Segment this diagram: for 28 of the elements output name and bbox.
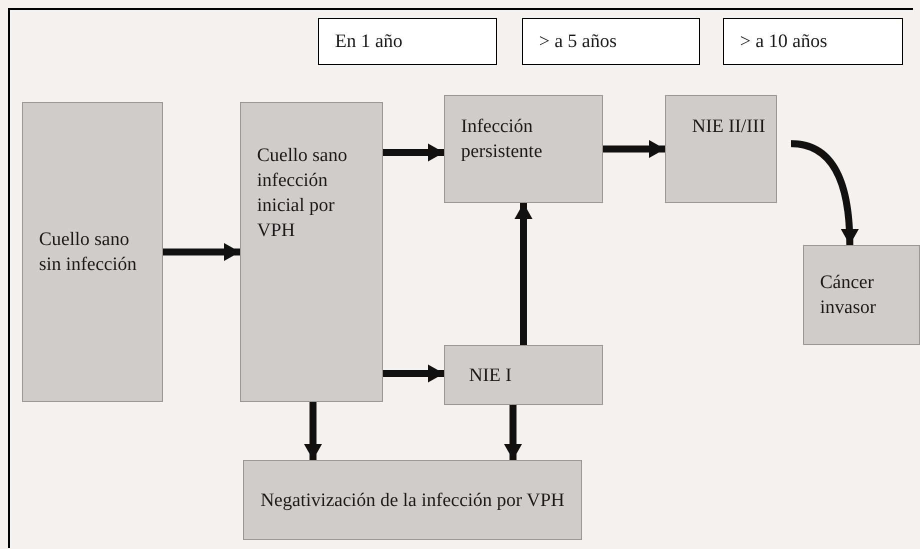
arrow — [383, 364, 444, 382]
arrow — [383, 144, 444, 162]
time-label-box — [723, 18, 903, 65]
box-text: Cáncer invasor — [820, 271, 877, 320]
arrow — [304, 402, 322, 460]
stage-box — [665, 95, 777, 203]
box-text: En 1 año — [335, 30, 403, 54]
box-text: Infección persistente — [461, 115, 544, 164]
stage-box — [240, 102, 383, 402]
box-text: NIE II/III — [692, 115, 766, 139]
box-text: > a 5 años — [539, 30, 617, 54]
stage-box — [444, 345, 603, 405]
arrow — [504, 405, 522, 460]
stage-box — [803, 245, 920, 345]
stage-box — [444, 95, 603, 203]
box-text: Negativización de la infección por VPH — [260, 488, 565, 512]
stage-box — [243, 460, 582, 540]
arrow — [514, 203, 532, 345]
time-label-box — [318, 18, 497, 65]
box-text: NIE I — [469, 364, 512, 388]
box-text: Cuello sano infección inicial por VPH — [257, 144, 348, 243]
arrow — [603, 140, 665, 158]
box-text: > a 10 años — [740, 30, 828, 54]
arrow — [790, 140, 858, 246]
arrow — [163, 243, 240, 261]
box-text: Cuello sano sin infección — [39, 228, 138, 277]
time-label-box — [522, 18, 700, 65]
stage-box — [22, 102, 163, 402]
